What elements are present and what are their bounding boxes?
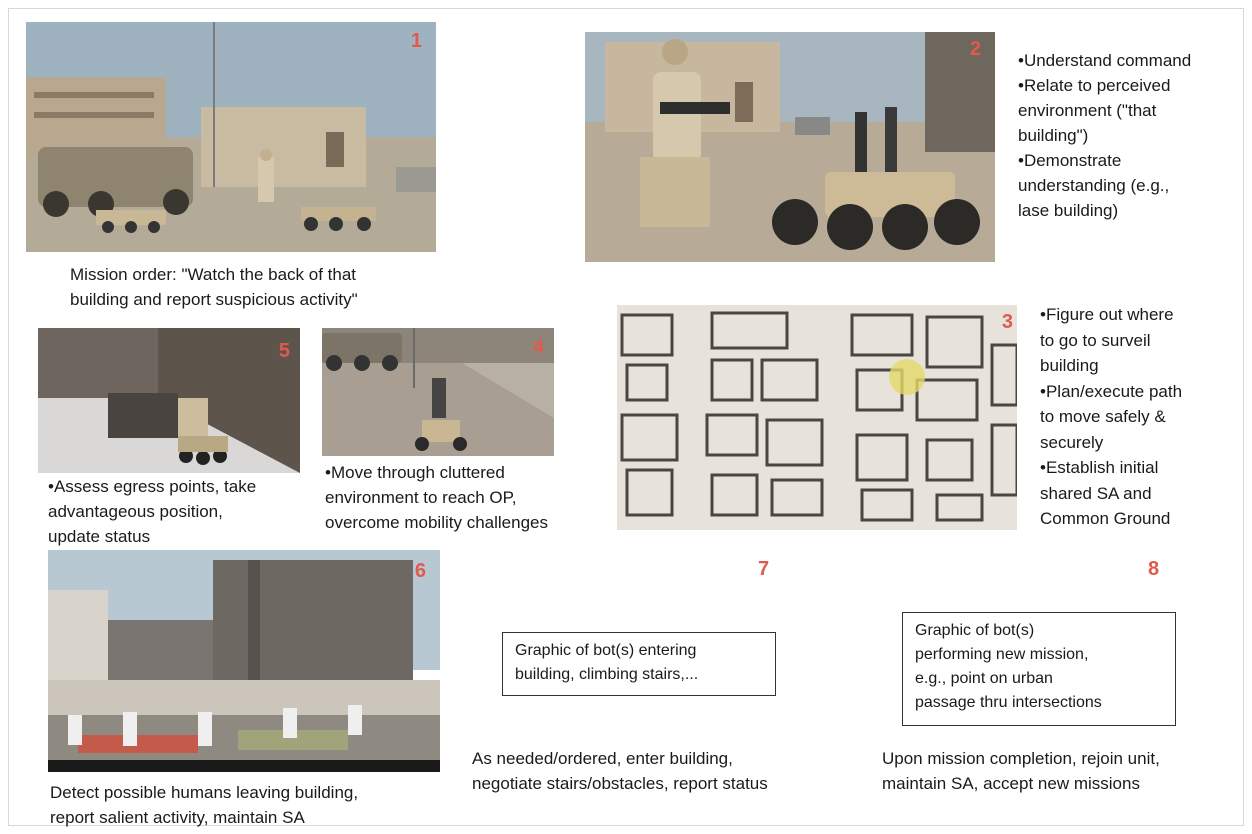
placeholder-line: building, climbing stairs,... [515,666,699,683]
bullet-line: lase building) [1018,201,1119,220]
caption-line: •Assess egress points, take [48,477,257,496]
bullet-line: Common Ground [1040,509,1171,528]
bullet-line: •Establish initial [1040,458,1159,477]
caption-line: overcome mobility challenges [325,513,548,532]
bullet-line: •Plan/execute path [1040,381,1183,401]
placeholder-line: performing new mission, [915,646,1089,663]
bullet-line: understanding (e.g., [1018,176,1170,195]
bullet-line: •Relate to perceived [1018,76,1171,95]
caption-line: environment to reach OP, [325,488,517,507]
panel-3-number: 3 [1001,311,1013,333]
bullet-line: •Figure out where [1040,305,1174,324]
caption-line: As needed/ordered, enter building, [472,749,733,768]
bullet-line: building") [1018,126,1089,145]
panel-4-image: 4 [322,328,554,456]
bullet-line: to move safely & [1040,407,1166,426]
panel-7-placeholder-box: Graphic of bot(s) entering building, cli… [502,632,776,696]
caption-line: update status [48,527,151,546]
panel-2-image: 2 [585,32,995,262]
caption-line: •Move through cluttered [325,463,505,482]
bullet-line: environment ("that [1018,101,1157,120]
panel-8-caption: Upon mission completion, rejoin unit, ma… [882,746,1160,796]
panel-8-number: 8 [1148,558,1160,580]
placeholder-line: e.g., point on urban [915,670,1053,687]
panel-7-caption: As needed/ordered, enter building, negot… [472,746,768,796]
panel-3-map-image: 3 [617,305,1017,530]
caption-line: maintain SA, accept new missions [882,774,1140,793]
panel-5-image: 5 [38,328,300,473]
caption-line: building and report suspicious activity" [70,290,358,309]
caption-line: advantageous position, [48,502,223,521]
panel-6-caption: Detect possible humans leaving building,… [50,780,358,830]
placeholder-line: Graphic of bot(s) [915,622,1035,639]
bullet-line: •Understand command [1018,51,1192,70]
panel-2-number: 2 [969,38,981,60]
panel-1-image: 1 [26,22,436,252]
panel-7-number: 7 [758,558,770,580]
panel-2-bullets: •Understand command •Relate to perceived… [1018,48,1191,223]
bullet-line: to go to surveil [1040,330,1151,350]
panel-6-image: 6 [48,550,440,772]
caption-line: Detect possible humans leaving building, [50,783,359,802]
mission-order-caption: Mission order: "Watch the back of that b… [70,262,358,312]
placeholder-line: Graphic of bot(s) entering [515,642,697,659]
panel-4-caption: •Move through cluttered environment to r… [325,460,548,535]
panel-1-number: 1 [410,30,422,52]
panel-5-number: 5 [278,340,290,362]
panel-6-number: 6 [414,560,426,582]
bullet-line: building [1040,356,1099,375]
caption-line: negotiate stairs/obstacles, report statu… [472,774,768,793]
bullet-line: •Demonstrate [1018,151,1122,170]
caption-line: Upon mission completion, rejoin unit, [882,749,1160,768]
placeholder-line: passage thru intersections [915,694,1102,711]
slide-frame [8,8,1244,826]
panel-8-placeholder-box: Graphic of bot(s) performing new mission… [902,612,1176,726]
panel-5-caption: •Assess egress points, take advantageous… [48,474,256,549]
panel-3-bullets: •Figure out where to go to surveil build… [1040,302,1182,532]
bullet-line: securely [1040,432,1104,452]
bullet-line: shared SA and [1040,483,1152,503]
panel-4-number: 4 [532,336,544,358]
caption-line: Mission order: "Watch the back of that [70,265,357,284]
caption-line: report salient activity, maintain SA [50,808,305,827]
